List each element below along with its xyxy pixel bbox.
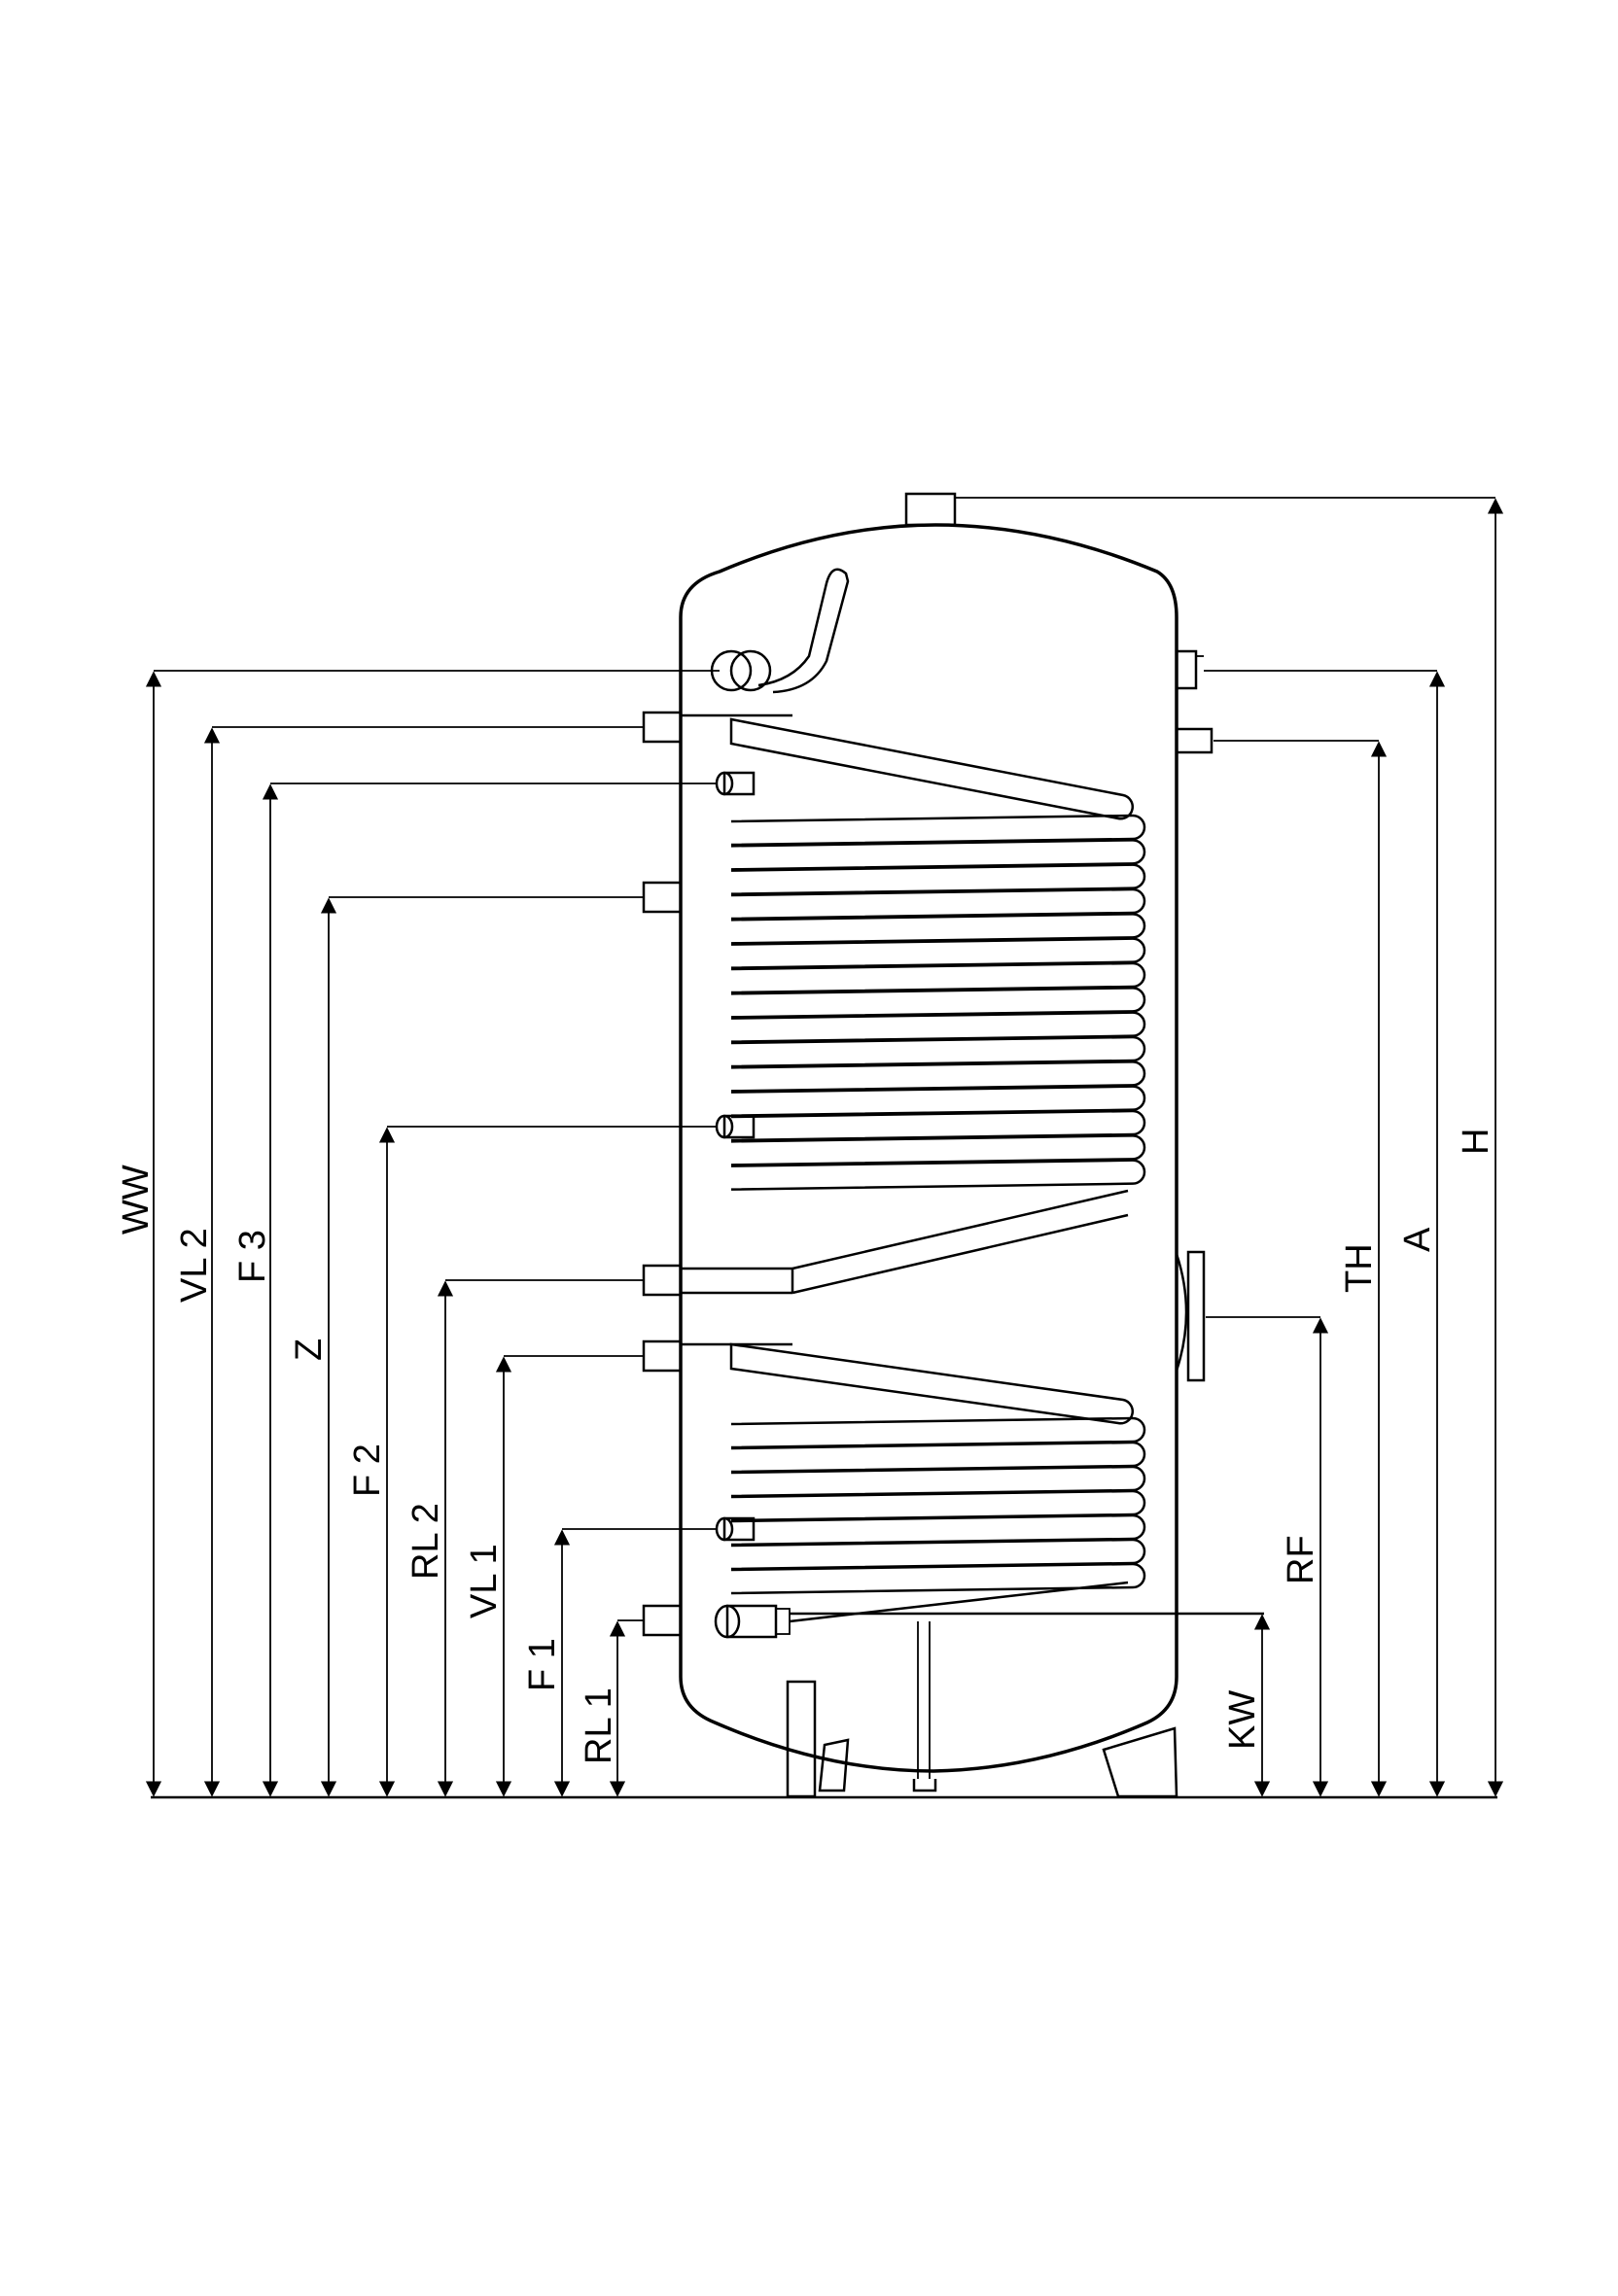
upper-coil-turn <box>730 937 1146 969</box>
label-th: TH <box>1339 1243 1380 1293</box>
label-vl1: VL 1 <box>464 1544 505 1618</box>
upper-coil-return <box>791 1189 1129 1295</box>
a-connection <box>1175 649 1198 690</box>
upper-coil-turn <box>730 814 1146 847</box>
upper-coil-turn <box>730 1134 1146 1166</box>
vl2-connection <box>642 711 683 744</box>
label-h: H <box>1456 1129 1496 1155</box>
ww-pipe <box>757 568 850 694</box>
upper-coil-turn <box>730 1011 1146 1043</box>
label-a: A <box>1397 1227 1438 1252</box>
upper-coil-turn <box>730 961 1146 994</box>
tank-body <box>679 523 1178 1773</box>
upper-coil-turn <box>730 887 1146 921</box>
label-f1: F 1 <box>522 1638 563 1691</box>
foot-left-bracket <box>818 1738 850 1792</box>
upper-coil-turn <box>730 1085 1146 1117</box>
rl2-connection <box>642 1264 683 1297</box>
upper-coil-turn <box>730 1061 1146 1093</box>
lower-coil-turn <box>730 1416 1146 1449</box>
label-vl2: VL 2 <box>174 1228 215 1303</box>
label-ww: WW <box>116 1165 157 1235</box>
upper-coil-turn <box>730 839 1146 871</box>
drain-stub <box>912 1779 937 1792</box>
lower-coil-inlet <box>729 1342 1135 1425</box>
kw-inlet <box>714 1604 1264 1639</box>
upper-coil-turn <box>730 1109 1146 1142</box>
label-z: Z <box>289 1339 330 1361</box>
flange-plate <box>1186 1250 1206 1382</box>
flange-dome <box>1175 1253 1188 1372</box>
lower-coil-turn <box>730 1538 1146 1571</box>
upper-coil-inlet <box>729 717 1135 820</box>
label-rl2: RL 2 <box>405 1503 446 1580</box>
upper-coil-turn <box>730 1159 1146 1191</box>
lower-coil-turn <box>730 1562 1146 1595</box>
label-f2: F 2 <box>347 1444 388 1497</box>
label-f3: F 3 <box>232 1230 273 1283</box>
label-kw: KW <box>1222 1690 1263 1750</box>
lower-heat-coil <box>729 1342 1146 1623</box>
upper-coil-turn <box>730 863 1146 895</box>
top-connection <box>904 492 957 527</box>
left-dimensions <box>145 670 720 1797</box>
lower-coil-return <box>789 1581 1129 1623</box>
th-connection <box>1175 727 1214 754</box>
lower-coil-turn <box>730 1465 1146 1498</box>
lower-coil-turn <box>730 1513 1146 1547</box>
ww-connection-b <box>729 649 772 692</box>
vl1-connection <box>642 1339 683 1373</box>
label-rl1: RL 1 <box>579 1687 619 1764</box>
foot-left <box>786 1680 817 1798</box>
lower-coil-turn <box>730 1489 1146 1522</box>
foot-right <box>1102 1726 1178 1798</box>
lower-coil-turn <box>730 1441 1146 1474</box>
upper-coil-turn <box>730 1035 1146 1068</box>
right-dimensions <box>955 497 1504 1797</box>
upper-coil-turn <box>730 987 1146 1019</box>
z-connection <box>642 881 683 914</box>
upper-coil-turn <box>730 913 1146 945</box>
rl1-connection <box>642 1604 683 1637</box>
upper-heat-coil <box>729 717 1146 1295</box>
label-rf: RF <box>1281 1535 1321 1584</box>
